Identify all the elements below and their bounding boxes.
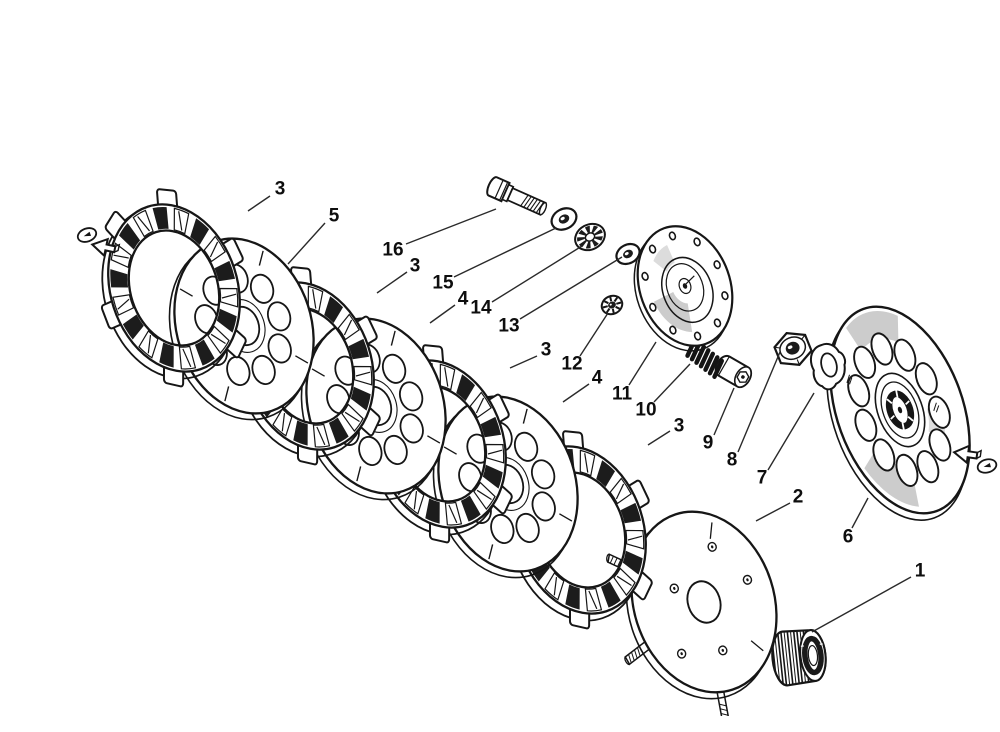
callout-leader-line	[248, 196, 270, 211]
callout-leader-line	[492, 246, 582, 302]
small-washer-icon-right	[976, 457, 998, 474]
pressure-plate-part-11	[617, 213, 750, 365]
part-number-label: 16	[382, 240, 403, 261]
bolt-part-16	[485, 176, 549, 219]
callout-leader-line	[654, 364, 690, 402]
callout-leader-line	[288, 223, 325, 264]
callout-leader-line	[377, 272, 407, 293]
part-number-label: 3	[674, 416, 685, 437]
hex-nut-part-8	[771, 327, 814, 371]
callout-leader-line	[852, 498, 868, 528]
small-washer-icon-left	[76, 226, 98, 245]
callout-leader-line	[406, 209, 496, 244]
part-number-label: 1	[915, 561, 926, 582]
part-number-label: 13	[498, 316, 519, 337]
part-number-label: 3	[410, 256, 421, 277]
part-number-label: 8	[727, 450, 738, 471]
callout-leader-line	[714, 388, 734, 435]
callout-leader-line	[629, 342, 656, 385]
part-number-label: 3	[275, 179, 286, 200]
part-number-label: 5	[329, 206, 340, 227]
callout-leader-line	[454, 228, 556, 277]
part-number-label: 15	[432, 273, 454, 294]
part-number-label: 4	[458, 289, 469, 310]
part-number-label: 12	[561, 354, 582, 375]
part-number-label: 9	[703, 433, 714, 454]
callout-leader-line	[580, 313, 608, 356]
clutch-drum-part-6	[799, 287, 998, 539]
part-number-label: 7	[757, 468, 768, 489]
callout-leader-line	[510, 356, 537, 368]
part-number-label: 2	[793, 487, 804, 508]
roller-bearing-part-1	[770, 627, 828, 686]
part-number-label: 4	[592, 368, 603, 389]
callout-leader-line	[430, 305, 455, 323]
flange-nut-part-12	[599, 293, 625, 318]
part-number-label: 3	[541, 340, 552, 361]
callout-leader-line	[756, 503, 790, 521]
part-number-label: 14	[470, 298, 492, 319]
callout-leader-line	[768, 393, 814, 470]
callout-leader-line	[648, 431, 670, 445]
part-number-label: 6	[843, 527, 854, 548]
part-number-label: 10	[635, 400, 656, 421]
callout-leader-line	[563, 384, 589, 402]
part-number-label: 11	[612, 384, 633, 405]
callout-leader-line	[812, 577, 911, 632]
